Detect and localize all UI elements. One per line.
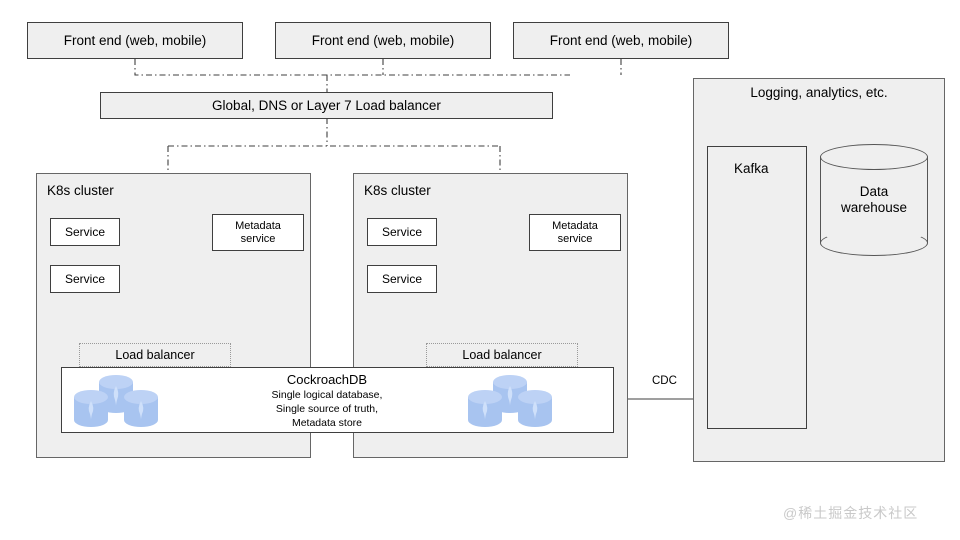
k8s-cluster-title-1: K8s cluster: [47, 183, 114, 198]
cockroachdb-desc-3: Metadata store: [291, 416, 363, 429]
cockroachdb-name: CockroachDB: [286, 372, 368, 387]
cluster-load-balancer-label: Load balancer: [115, 347, 195, 362]
metadata-service-label-line2: service: [557, 232, 593, 245]
cockroachdb-desc-1: Single logical database,: [271, 389, 383, 401]
global-load-balancer-label: Global, DNS or Layer 7 Load balancer: [212, 97, 441, 113]
cluster-load-balancer-box-2[interactable]: Load balancer: [426, 343, 578, 367]
metadata-service-label-line2: service: [240, 232, 276, 245]
data-warehouse-label-line1: Data: [859, 183, 889, 199]
frontend-label: Front end (web, mobile): [311, 32, 455, 48]
kafka-box[interactable]: Kafka: [707, 146, 807, 429]
database-cylinder-icon-group-right: [468, 375, 552, 427]
service-box-2a[interactable]: Service: [367, 218, 437, 246]
data-warehouse-cylinder[interactable]: Data warehouse: [820, 144, 928, 256]
frontend-box-3[interactable]: Front end (web, mobile): [513, 22, 729, 59]
global-load-balancer-box[interactable]: Global, DNS or Layer 7 Load balancer: [100, 92, 553, 119]
frontend-label: Front end (web, mobile): [549, 32, 693, 48]
cylinder-top-ellipse: [820, 144, 928, 170]
frontend-label: Front end (web, mobile): [63, 32, 207, 48]
frontend-box-2[interactable]: Front end (web, mobile): [275, 22, 491, 59]
metadata-service-label-line1: Metadata: [552, 219, 598, 232]
kafka-label: Kafka: [734, 161, 769, 176]
cluster-load-balancer-label: Load balancer: [462, 347, 542, 362]
data-warehouse-label-line2: warehouse: [840, 200, 908, 215]
watermark: @稀土掘金技术社区: [783, 505, 919, 521]
frontend-box-1[interactable]: Front end (web, mobile): [27, 22, 243, 59]
metadata-service-box-1[interactable]: Metadata service: [212, 214, 304, 251]
cylinder-body: [820, 157, 928, 243]
cluster-load-balancer-box-1[interactable]: Load balancer: [79, 343, 231, 367]
service-label: Service: [381, 271, 422, 286]
service-label: Service: [64, 271, 105, 286]
metadata-service-label-line1: Metadata: [235, 219, 281, 232]
service-box-2b[interactable]: Service: [367, 265, 437, 293]
service-label: Service: [381, 224, 422, 239]
cockroachdb-desc-2: Single source of truth,: [275, 402, 379, 415]
database-cylinder-icon-group-left: [74, 375, 158, 427]
cockroachdb-caption: CockroachDB Single logical database, Sin…: [237, 372, 417, 431]
service-label: Service: [64, 224, 105, 239]
cylinder-bottom-ellipse: [820, 230, 928, 256]
service-box-1a[interactable]: Service: [50, 218, 120, 246]
data-warehouse-caption: Data warehouse: [820, 184, 928, 216]
metadata-service-box-2[interactable]: Metadata service: [529, 214, 621, 251]
service-box-1b[interactable]: Service: [50, 265, 120, 293]
cdc-label: CDC: [652, 375, 677, 387]
analytics-panel-title: Logging, analytics, etc.: [750, 85, 888, 100]
k8s-cluster-title-2: K8s cluster: [364, 183, 431, 198]
